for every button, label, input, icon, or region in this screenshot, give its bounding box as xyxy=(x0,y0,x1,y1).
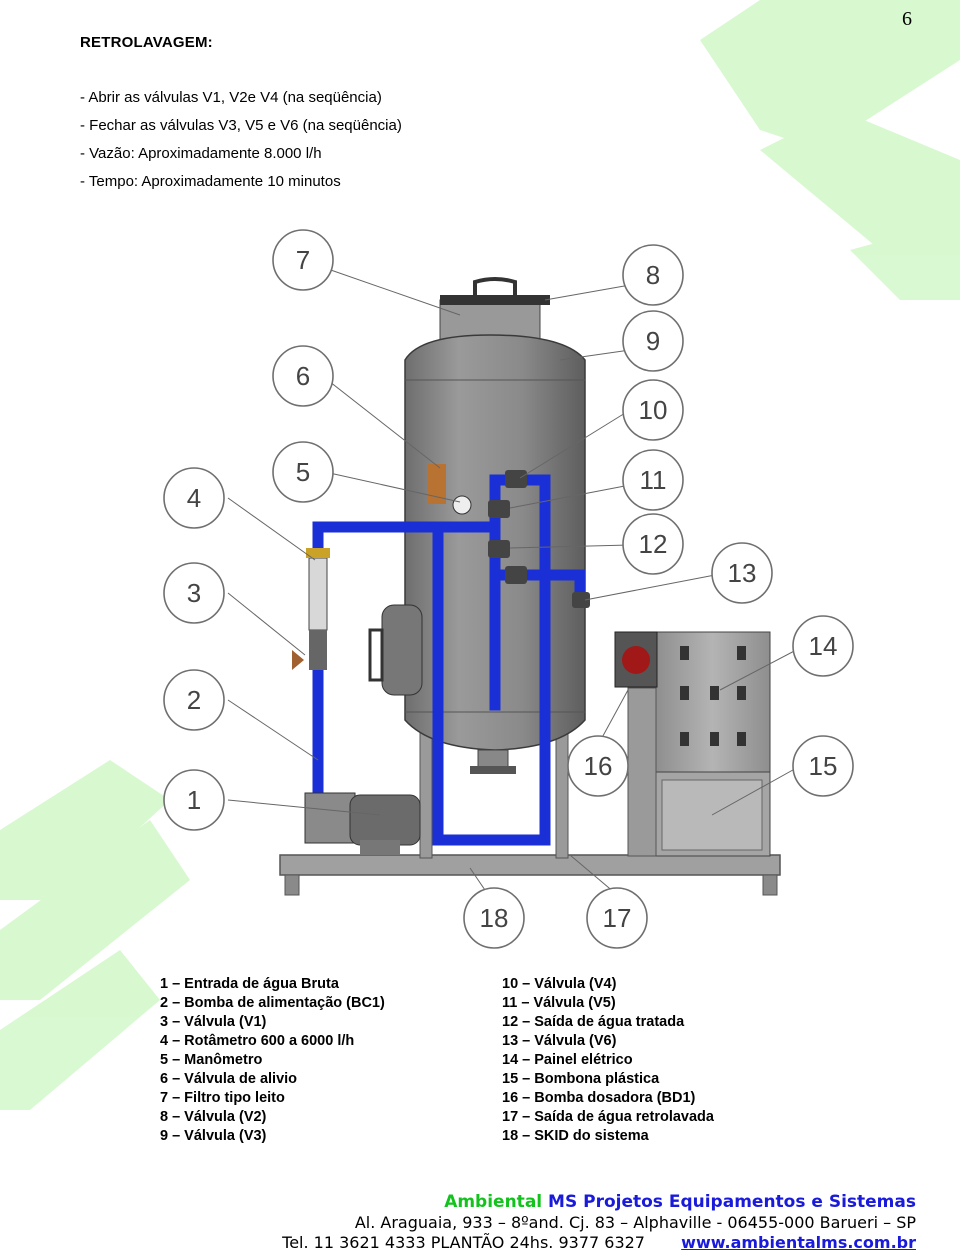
svg-text:4: 4 xyxy=(187,483,201,513)
legend-item: 3 – Válvula (V1) xyxy=(160,1014,267,1030)
svg-text:16: 16 xyxy=(584,751,613,781)
callout-18: 18 xyxy=(463,887,525,949)
svg-text:13: 13 xyxy=(728,558,757,588)
callout-3: 3 xyxy=(163,562,225,624)
callout-11: 11 xyxy=(622,449,684,511)
instruction-line: - Tempo: Aproximadamente 10 minutos xyxy=(80,173,341,190)
callout-2: 2 xyxy=(163,669,225,731)
svg-text:14: 14 xyxy=(809,631,838,661)
footer-company: Ambiental MS Projetos Equipamentos e Sis… xyxy=(444,1192,916,1212)
rotameter xyxy=(292,548,330,670)
legend-item: 1 – Entrada de água Bruta xyxy=(160,976,339,992)
footer-company-brand: Ambiental xyxy=(444,1192,543,1212)
svg-text:15: 15 xyxy=(809,751,838,781)
callout-17: 17 xyxy=(586,887,648,949)
legend-item: 12 – Saída de água tratada xyxy=(502,1014,685,1030)
legend-item: 16 – Bomba dosadora (BD1) xyxy=(502,1090,696,1106)
svg-text:3: 3 xyxy=(187,578,201,608)
svg-text:8: 8 xyxy=(646,260,660,290)
svg-text:18: 18 xyxy=(480,903,509,933)
legend-item: 7 – Filtro tipo leito xyxy=(160,1090,285,1106)
callout-8: 8 xyxy=(622,244,684,306)
callout-10: 10 xyxy=(622,379,684,441)
feed-pump xyxy=(304,792,421,855)
callout-13: 13 xyxy=(711,542,773,604)
svg-text:11: 11 xyxy=(640,465,667,495)
callout-1: 1 xyxy=(163,769,225,831)
svg-text:6: 6 xyxy=(296,361,310,391)
legend-item: 2 – Bomba de alimentação (BC1) xyxy=(160,995,385,1011)
svg-text:9: 9 xyxy=(646,326,660,356)
svg-text:1: 1 xyxy=(187,785,201,815)
svg-text:7: 7 xyxy=(296,245,310,275)
legend-item: 18 – SKID do sistema xyxy=(502,1128,649,1144)
footer-company-name: MS Projetos Equipamentos e Sistemas xyxy=(548,1192,916,1212)
callout-7: 7 xyxy=(272,229,334,291)
instruction-line: - Abrir as válvulas V1, V2e V4 (na seqüê… xyxy=(80,89,382,106)
legend-item: 11 – Válvula (V5) xyxy=(502,995,616,1011)
legend-item: 5 – Manômetro xyxy=(160,1052,263,1068)
callout-12: 12 xyxy=(622,513,684,575)
callout-15: 15 xyxy=(792,735,854,797)
legend-item: 13 – Válvula (V6) xyxy=(502,1033,617,1049)
legend-item: 15 – Bombona plástica xyxy=(502,1071,660,1087)
callout-9: 9 xyxy=(622,310,684,372)
legend-item: 14 – Painel elétrico xyxy=(502,1052,633,1068)
leader-lines xyxy=(227,267,801,894)
instruction-line: - Vazão: Aproximadamente 8.000 l/h xyxy=(80,145,322,162)
valves xyxy=(428,464,590,608)
callout-4: 4 xyxy=(163,467,225,529)
svg-text:10: 10 xyxy=(639,395,668,425)
legend-item: 4 – Rotâmetro 600 a 6000 l/h xyxy=(160,1033,355,1049)
page-number: 6 xyxy=(902,8,912,30)
legend-item: 9 – Válvula (V3) xyxy=(160,1128,267,1144)
legend-item: 17 – Saída de água retrolavada xyxy=(502,1109,714,1125)
instruction-line: - Fechar as válvulas V3, V5 e V6 (na seq… xyxy=(80,117,402,134)
control-panel xyxy=(614,631,771,857)
footer-contact: Tel. 11 3621 4333 PLANTÃO 24hs. 9377 632… xyxy=(282,1233,916,1252)
callout-16: 16 xyxy=(567,735,629,797)
legend-item: 6 – Válvula de alivio xyxy=(160,1071,298,1087)
skid-frame xyxy=(279,717,781,896)
svg-text:2: 2 xyxy=(187,685,201,715)
footer-phone: Tel. 11 3621 4333 PLANTÃO 24hs. 9377 632… xyxy=(282,1233,645,1252)
footer-address: Al. Araguaia, 933 – 8ºand. Cj. 83 – Alph… xyxy=(354,1213,916,1232)
section-title: RETROLAVAGEM: xyxy=(80,34,213,51)
legend-item: 8 – Válvula (V2) xyxy=(160,1109,267,1125)
callout-14: 14 xyxy=(792,615,854,677)
svg-text:5: 5 xyxy=(296,457,310,487)
legend-item: 10 – Válvula (V4) xyxy=(502,976,617,992)
svg-text:17: 17 xyxy=(603,903,632,933)
svg-text:12: 12 xyxy=(639,529,668,559)
callout-5: 5 xyxy=(272,441,334,503)
callout-6: 6 xyxy=(272,345,334,407)
footer-website-link[interactable]: www.ambientalms.com.br xyxy=(681,1233,916,1252)
